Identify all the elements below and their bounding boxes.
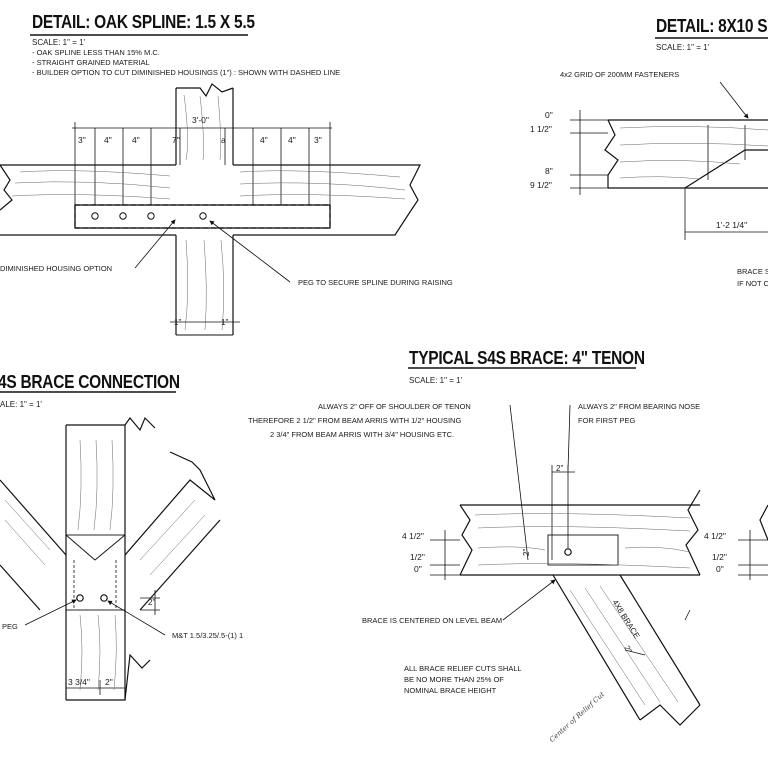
spline-dim-3: 4" bbox=[132, 135, 140, 145]
brace-dim-left-1: 4 1/2" bbox=[402, 531, 424, 541]
relief-note-2: BE NO MORE THAN 25% OF bbox=[404, 675, 504, 684]
callout-housing: DIMINISHED HOUSING OPTION bbox=[0, 264, 113, 273]
spline-dim-7: 4" bbox=[288, 135, 296, 145]
spline-note-1: - OAK SPLINE LESS THAN 15% M.C. bbox=[32, 48, 160, 57]
detail-8x10-title: DETAIL: 8X10 S bbox=[656, 16, 768, 36]
brace-note-left-3: 2 3/4" FROM BEAM ARRIS WITH 3/4" HOUSING… bbox=[270, 430, 455, 439]
right-beam-fragment bbox=[759, 504, 768, 541]
spline-scale: SCALE: 1" = 1' bbox=[32, 38, 86, 47]
detail-8x10-dim-2: 1 1/2" bbox=[530, 124, 552, 134]
callout-center: BRACE IS CENTERED ON LEVEL BEAM bbox=[362, 616, 503, 625]
post-height-dim: 3'-0" bbox=[192, 115, 209, 125]
spline-bottom-dim-left: 1" bbox=[174, 318, 182, 327]
peg-label: PEG bbox=[2, 622, 18, 631]
brace-tenon-detail bbox=[408, 367, 768, 726]
detail-8x10 bbox=[570, 37, 768, 240]
brace-dim-vert: 2" bbox=[522, 548, 531, 556]
detail-8x10-dim-4: 9 1/2" bbox=[530, 180, 552, 190]
spline-dim-8: 3" bbox=[314, 135, 322, 145]
detail-8x10-scale: SCALE: 1" = 1' bbox=[656, 43, 710, 52]
detail-8x10-note-1: BRACE S bbox=[737, 267, 768, 276]
braceconn-dim-2: 2" bbox=[148, 598, 156, 607]
spline-dim-4: 7" bbox=[172, 135, 180, 145]
spline-note-2: - STRAIGHT GRAINED MATERIAL bbox=[32, 58, 150, 67]
braceconn-dim-2b: 2" bbox=[105, 677, 113, 687]
spline-dim-5: a bbox=[221, 135, 226, 145]
spline-note-3: - BUILDER OPTION TO CUT DIMINISHED HOUSI… bbox=[32, 68, 341, 77]
brace-tenon-scale: SCALE: 1" = 1' bbox=[409, 376, 463, 385]
callout-fasteners: 4x2 GRID OF 200MM FASTENERS bbox=[560, 70, 680, 79]
brace-connection-title: 4S BRACE CONNECTION bbox=[0, 372, 180, 392]
brace-note-left-1: ALWAYS 2" OFF OF SHOULDER OF TENON bbox=[318, 402, 471, 411]
relief-note-1: ALL BRACE RELIEF CUTS SHALL bbox=[404, 664, 522, 673]
spline-title: DETAIL: OAK SPLINE: 1.5 X 5.5 bbox=[32, 12, 255, 32]
spline-detail bbox=[0, 34, 421, 336]
spline-bottom-dim-right: 1" bbox=[221, 318, 229, 327]
detail-8x10-length-dim: 1'-2 1/4" bbox=[716, 220, 748, 230]
brace-note-right-1: ALWAYS 2" FROM BEARING NOSE bbox=[578, 402, 701, 411]
braceconn-dim-334: 3 3/4" bbox=[68, 677, 90, 687]
brace-dim-top: 2" bbox=[556, 464, 564, 473]
brace-dim-right-1: 4 1/2" bbox=[704, 531, 726, 541]
brace-connection-scale: ALE: 1" = 1' bbox=[0, 400, 42, 409]
brace-dim-right-3: 0" bbox=[716, 564, 724, 574]
detail-8x10-dim-3: 8" bbox=[545, 166, 553, 176]
brace-dim-left-3: 0" bbox=[414, 564, 422, 574]
brace-dim-left-2: 1/2" bbox=[410, 552, 425, 562]
brace-note-left-2: THEREFORE 2 1/2" FROM BEAM ARRIS WITH 1/… bbox=[248, 416, 462, 425]
callout-peg: PEG TO SECURE SPLINE DURING RAISING bbox=[298, 278, 453, 287]
spline-dim-2: 4" bbox=[104, 135, 112, 145]
spline-dim-6: 4" bbox=[260, 135, 268, 145]
brace-tenon-title: TYPICAL S4S BRACE: 4" TENON bbox=[409, 348, 645, 368]
spline-dim-1: 3" bbox=[78, 135, 86, 145]
brace-connection-detail bbox=[0, 391, 221, 701]
detail-8x10-dim-1: 0" bbox=[545, 110, 553, 120]
detail-8x10-note-2: IF NOT C bbox=[737, 279, 768, 288]
relief-note-3: NOMINAL BRACE HEIGHT bbox=[404, 686, 497, 695]
brace-dim-right-2: 1/2" bbox=[712, 552, 727, 562]
brace-note-right-2: FOR FIRST PEG bbox=[578, 416, 636, 425]
mt-label: M&T 1.5/3.25/.5-(1) 1 bbox=[172, 631, 244, 640]
